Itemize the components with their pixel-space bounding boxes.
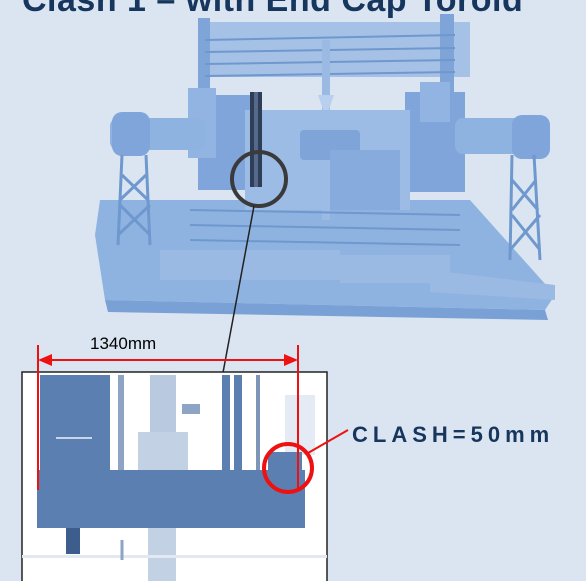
dimension-arrow-right xyxy=(284,354,298,366)
detail-base-plate xyxy=(37,470,305,528)
dimension-label: 1340mm xyxy=(90,334,157,353)
detail-clash-step xyxy=(268,452,302,472)
left-shaft-end xyxy=(112,112,150,156)
dimension-arrow-left xyxy=(38,354,52,366)
detail-bar-1 xyxy=(222,375,230,470)
rail-1 xyxy=(204,34,456,41)
zoom-detail-view xyxy=(21,371,328,581)
clash-leader-line xyxy=(307,429,349,454)
detail-center-column xyxy=(150,375,176,435)
detail-right-small xyxy=(182,404,200,414)
right-shaft-end xyxy=(512,115,550,159)
rod-3 xyxy=(189,239,461,246)
slide-title: Clash 1 – with End Cap Toroid xyxy=(22,0,524,19)
rod-1 xyxy=(189,209,461,216)
detail-left-panel xyxy=(40,375,110,475)
top-frame-left-post xyxy=(198,18,210,98)
clash-circle xyxy=(262,442,314,494)
machine-assembly xyxy=(95,14,555,320)
central-cone xyxy=(318,95,334,118)
detail-bottom-foot xyxy=(66,528,80,554)
right-block-upper xyxy=(420,82,450,122)
middle-stack xyxy=(330,150,400,210)
chassis-right xyxy=(340,255,450,283)
base-step xyxy=(430,270,555,300)
chassis-left xyxy=(160,250,340,280)
detail-center-post xyxy=(118,375,124,470)
leader-line xyxy=(221,205,255,379)
end-cap-component-edge xyxy=(254,92,258,187)
detail-center-cylinder xyxy=(138,432,188,472)
detail-bottom-column xyxy=(148,528,176,581)
right-support-truss xyxy=(508,154,542,261)
detail-bottom-strip xyxy=(22,555,327,558)
rod-2 xyxy=(189,224,461,231)
detail-bar-2 xyxy=(234,375,242,470)
base-platform-front xyxy=(105,300,548,320)
detail-bar-3 xyxy=(256,375,260,470)
top-frame-right-post xyxy=(440,14,454,104)
left-support-truss xyxy=(116,154,152,246)
dimension-line xyxy=(37,345,299,490)
highlight-circle xyxy=(230,150,288,208)
clash-label: CLASH=50mm xyxy=(352,422,555,447)
